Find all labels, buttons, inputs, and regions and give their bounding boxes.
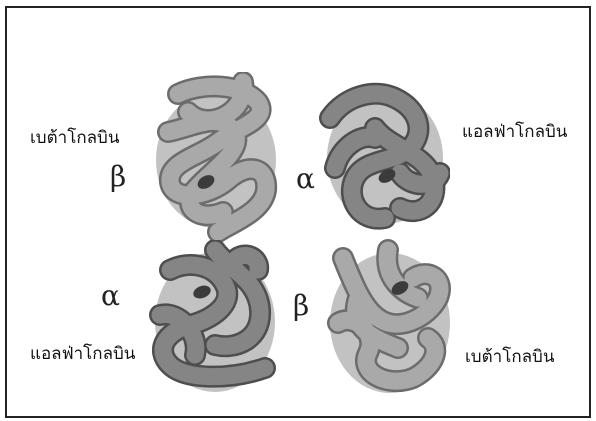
alpha-symbol-top-right: α — [296, 162, 315, 195]
beta-symbol-top-left: β — [110, 160, 126, 193]
label-beta-globin-top-left: เบต้าโกลบิน — [30, 124, 119, 151]
alpha-symbol-bottom-left: α — [101, 279, 120, 312]
label-beta-globin-bottom-right: เบต้าโกลบิน — [465, 343, 554, 370]
label-alpha-globin-top-right: แอลฟ่าโกลบิน — [462, 118, 567, 145]
beta-globin-bottom-right — [318, 238, 458, 403]
alpha-globin-top-right — [315, 78, 450, 238]
beta-globin-top-left — [148, 72, 283, 242]
label-alpha-globin-bottom-left: แอลฟ่าโกลบิน — [30, 340, 135, 367]
alpha-globin-bottom-left — [140, 240, 280, 405]
beta-symbol-bottom-right: β — [293, 289, 309, 322]
